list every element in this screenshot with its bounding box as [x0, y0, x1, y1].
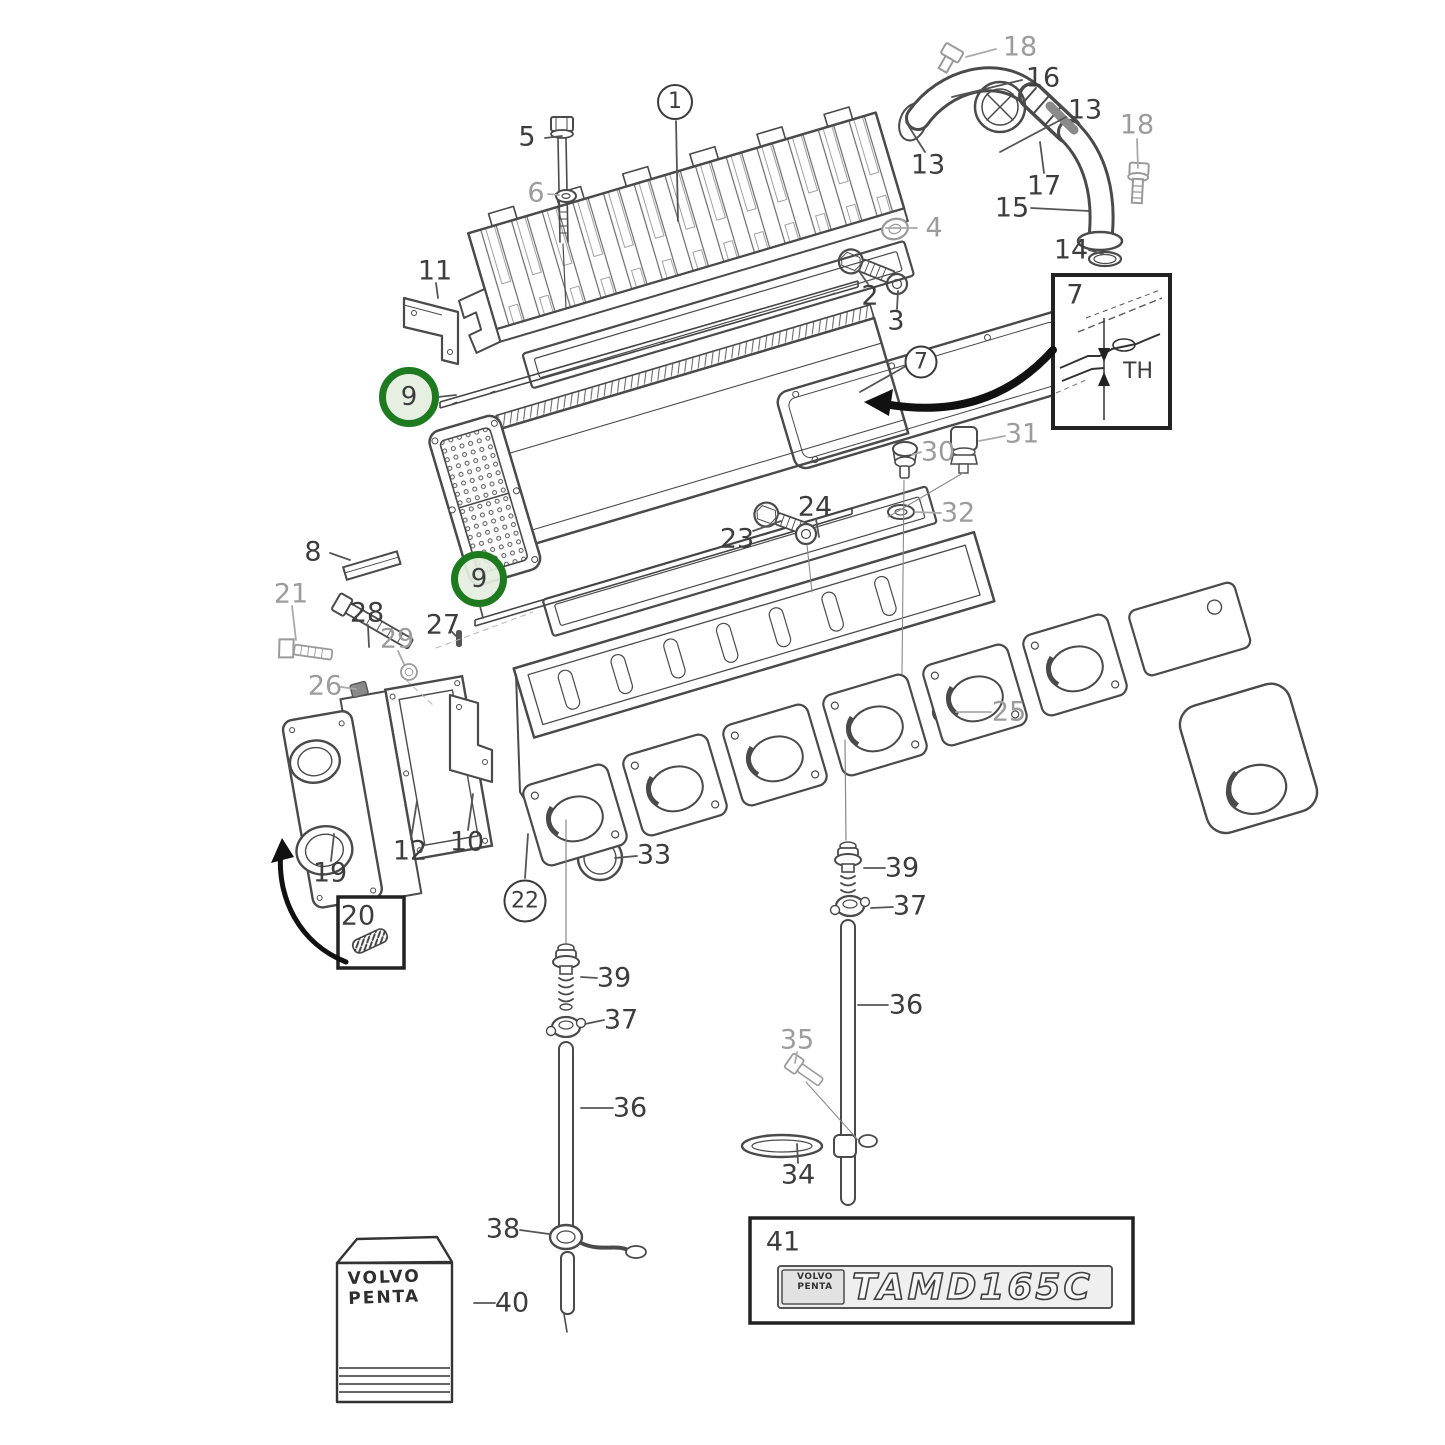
- callout-TH: TH: [1123, 359, 1153, 384]
- callout-17: 17: [1026, 170, 1062, 202]
- decal-badge-text: VOLVO PENTA: [797, 1272, 833, 1292]
- callout-24: 24: [797, 491, 833, 523]
- callout-30: 30: [920, 436, 956, 468]
- part-40-carton: [335, 1235, 454, 1404]
- dipstick-right: [740, 739, 878, 1206]
- callout-36: 36: [612, 1092, 648, 1124]
- arrow-to-19: [277, 847, 349, 965]
- callout-6: 6: [527, 177, 545, 209]
- callout-9: 9: [451, 551, 507, 607]
- callout-13: 13: [1067, 94, 1103, 126]
- construction-lines: [405, 611, 534, 707]
- callout-13: 13: [910, 149, 946, 181]
- callout-4: 4: [925, 212, 943, 244]
- callout-26: 26: [307, 670, 343, 702]
- inset-detail-box-7: [1051, 273, 1172, 430]
- part-22-manifold: [512, 530, 1319, 867]
- callout-38: 38: [485, 1213, 521, 1245]
- callout-2: 2: [861, 280, 879, 312]
- callout-39: 39: [596, 962, 632, 994]
- callout-12: 12: [392, 835, 428, 867]
- callout-34: 34: [780, 1159, 816, 1191]
- callout-32: 32: [940, 497, 976, 529]
- callout-35: 35: [779, 1024, 815, 1056]
- part-15-exhaust-elbow-assembly: [905, 66, 1124, 268]
- callout-31: 31: [1004, 418, 1040, 450]
- bolt-23-washer-24: [753, 501, 818, 546]
- callout-7: 7: [1066, 279, 1084, 311]
- callout-39: 39: [884, 852, 920, 884]
- callout-7: 7: [904, 345, 938, 379]
- callout-11: 11: [417, 255, 453, 287]
- callout-36: 36: [888, 989, 924, 1021]
- callout-15: 15: [994, 192, 1030, 224]
- callout-20: 20: [340, 900, 376, 932]
- decal-model-text: TAMD165C: [851, 1266, 1093, 1309]
- box-41-decal: [748, 1216, 1135, 1325]
- carton-brand-text: VOLVO PENTA: [347, 1266, 422, 1309]
- callout-37: 37: [603, 1004, 639, 1036]
- callout-10: 10: [449, 826, 485, 858]
- callout-5: 5: [518, 121, 536, 153]
- leader-lines-grey: [291, 48, 1139, 1064]
- fasteners-21-26-27-28-29: [277, 592, 462, 699]
- part-10-bracket: [448, 693, 494, 784]
- callout-22: 22: [503, 879, 547, 923]
- part-9-seal-strip-lower: [474, 507, 853, 627]
- callout-40: 40: [494, 1287, 530, 1319]
- callout-23: 23: [719, 523, 755, 555]
- part-8-strip: [341, 550, 402, 581]
- callout-19: 19: [312, 857, 348, 889]
- callout-18: 18: [1002, 31, 1038, 63]
- part-11-bracket: [402, 296, 460, 366]
- part-1-aftercooler-cover: [457, 102, 928, 354]
- callout-21: 21: [273, 578, 309, 610]
- callout-29: 29: [379, 623, 415, 655]
- bolt-5: [550, 116, 577, 309]
- callout-8: 8: [304, 536, 322, 568]
- part-9-seal-strip-upper: [439, 280, 859, 409]
- bolt-18-top: [937, 42, 1150, 205]
- box-20: [336, 895, 406, 970]
- thin-connector-lines: [806, 472, 964, 675]
- callout-33: 33: [636, 839, 672, 871]
- part-7-cooler-core: [428, 303, 910, 586]
- callout-1: 1: [657, 84, 693, 120]
- callout-41: 41: [765, 1226, 801, 1258]
- inset-arrow: [880, 346, 1057, 412]
- callout-27: 27: [425, 609, 461, 641]
- arrow-to-19-head: [271, 838, 294, 863]
- dipstick-left: [545, 819, 647, 1333]
- part-gasket-upper: [521, 240, 915, 389]
- callout-28: 28: [349, 597, 385, 629]
- callout-18: 18: [1119, 109, 1155, 141]
- callout-25: 25: [991, 696, 1027, 728]
- callout-16: 16: [1025, 62, 1061, 94]
- callout-9: 9: [379, 367, 439, 427]
- callout-14: 14: [1053, 234, 1089, 266]
- inset-arrow-head: [864, 389, 893, 416]
- callout-3: 3: [887, 305, 905, 337]
- leader-lines-dark: [329, 79, 1104, 1304]
- callout-37: 37: [892, 890, 928, 922]
